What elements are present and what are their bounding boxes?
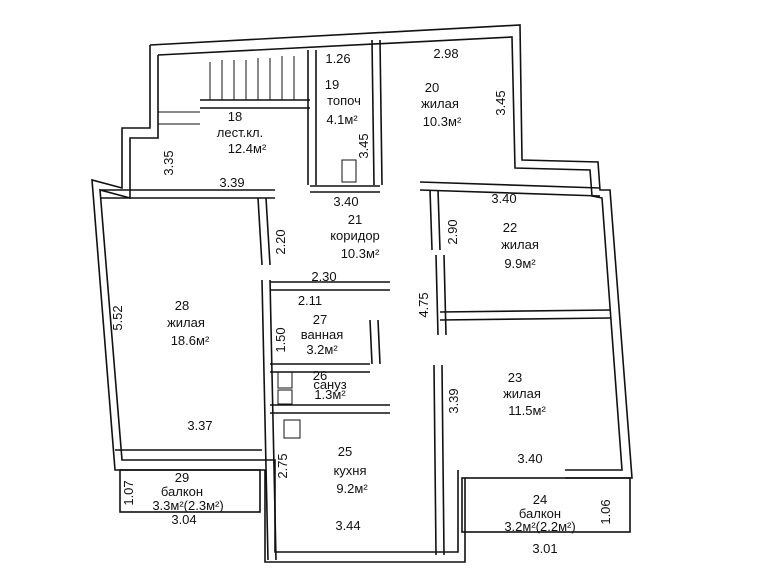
room-area: 10.3м² — [423, 114, 462, 129]
dimension: 3.37 — [187, 418, 212, 433]
room-name: жилая — [421, 96, 459, 111]
room-area: 10.3м² — [341, 246, 380, 261]
room-27: 27 ванная 3.2м² — [301, 312, 344, 357]
room-number: 27 — [313, 312, 327, 327]
dimension: 2.75 — [275, 453, 290, 478]
room-number: 18 — [228, 109, 242, 124]
dimension: 4.75 — [416, 292, 431, 317]
room-number: 25 — [338, 444, 352, 459]
stove-icon — [283, 419, 301, 439]
room-number: 29 — [175, 470, 189, 485]
room-area: 18.6м² — [171, 333, 210, 348]
room-area: 9.9м² — [504, 256, 536, 271]
room-name: лест.кл. — [217, 125, 263, 140]
room-number: 26 — [313, 368, 327, 383]
room-number: 23 — [508, 370, 522, 385]
dimension: 5.52 — [110, 305, 125, 330]
dimension: 3.39 — [446, 388, 461, 413]
boiler-icon — [341, 159, 357, 183]
room-area: 3.2м²(2.2м²) — [504, 519, 575, 534]
balcony-29 — [119, 469, 261, 513]
stairs — [158, 56, 295, 125]
interior-walls — [100, 39, 611, 561]
room-area: 3.3м²(2.3м²) — [152, 498, 223, 513]
room-23: 23 жилая 11.5м² — [503, 370, 546, 418]
dimension: 3.01 — [532, 541, 557, 556]
room-18: 18 лест.кл. 12.4м² — [217, 109, 267, 156]
dimension: 3.40 — [333, 194, 358, 209]
room-28: 28 жилая 18.6м² — [167, 298, 210, 348]
outer-walls — [91, 24, 633, 563]
room-29: 29 балкон 3.3м²(2.3м²) — [152, 470, 223, 513]
dimension: 3.45 — [356, 133, 371, 158]
dimension: 3.45 — [493, 90, 508, 115]
room-area: 9.2м² — [336, 481, 368, 496]
room-number: 24 — [533, 492, 547, 507]
dimension: 3.44 — [335, 518, 360, 533]
dimension: 1.07 — [121, 480, 136, 505]
dimension: 1.06 — [598, 499, 613, 524]
room-area: 12.4м² — [228, 141, 267, 156]
room-22: 22 жилая 9.9м² — [501, 220, 539, 271]
dimension: 3.39 — [219, 175, 244, 190]
room-name: ванная — [301, 327, 344, 342]
dimension: 3.40 — [491, 191, 516, 206]
dimensions: 1.26 2.98 3.45 3.45 3.35 3.39 3.40 3.40 … — [110, 46, 613, 556]
room-24: 24 балкон 3.2м²(2.2м²) — [504, 492, 575, 534]
dimension: 2.30 — [311, 269, 336, 284]
room-21: 21 коридор 10.3м² — [330, 212, 380, 261]
room-name: кухня — [333, 463, 366, 478]
room-25: 25 кухня 9.2м² — [333, 444, 368, 496]
room-name: жилая — [503, 386, 541, 401]
room-number: 22 — [503, 220, 517, 235]
room-area: 4.1м² — [326, 112, 358, 127]
sink-icon — [277, 389, 293, 405]
room-26: 26 сануз 1.3м² — [313, 368, 347, 402]
room-20: 20 жилая 10.3м² — [421, 80, 462, 129]
dimension: 3.35 — [161, 150, 176, 175]
room-name: коридор — [330, 228, 380, 243]
dimension: 1.26 — [325, 51, 350, 66]
toilet-icon — [277, 371, 293, 389]
dimension: 2.90 — [445, 219, 460, 244]
room-area: 3.2м² — [306, 342, 338, 357]
balcony-24 — [461, 477, 631, 533]
room-name: жилая — [501, 237, 539, 252]
dimension: 3.04 — [171, 512, 196, 527]
room-name: жилая — [167, 315, 205, 330]
dimension: 2.20 — [273, 229, 288, 254]
room-number: 19 — [325, 77, 339, 92]
room-name: балкон — [519, 506, 561, 521]
room-19: 19 топоч 4.1м² — [325, 77, 361, 127]
room-name: топоч — [327, 93, 361, 108]
room-number: 21 — [348, 212, 362, 227]
room-number: 20 — [425, 80, 439, 95]
room-area: 1.3м² — [314, 387, 346, 402]
dimension: 1.50 — [273, 327, 288, 352]
room-name: балкон — [161, 484, 203, 499]
room-area: 11.5м² — [508, 403, 546, 418]
room-name: сануз — [313, 377, 346, 392]
room-number: 28 — [175, 298, 189, 313]
dimension: 2.11 — [298, 293, 322, 308]
dimension: 2.98 — [433, 46, 458, 61]
dimension: 3.40 — [517, 451, 542, 466]
